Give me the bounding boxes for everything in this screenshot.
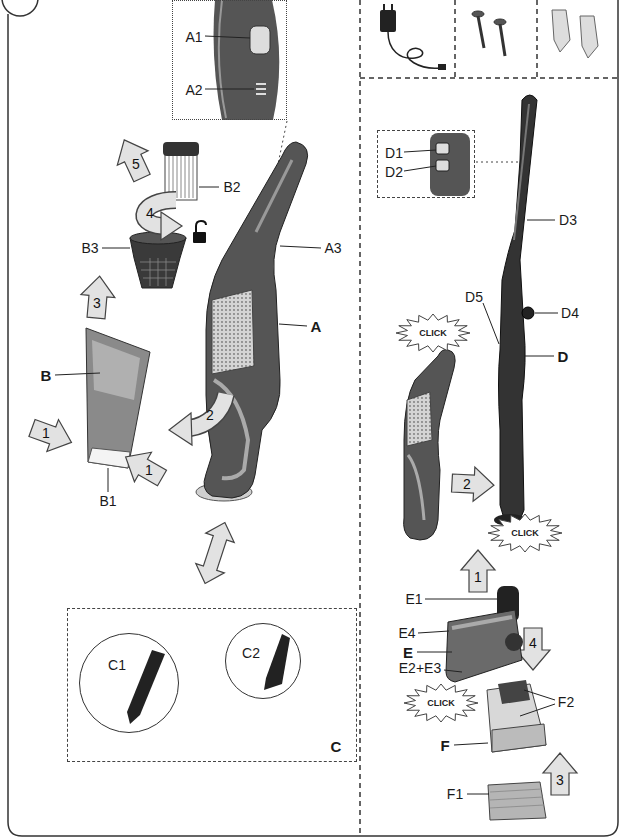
part-label: A2 (185, 83, 202, 97)
part-label: B (41, 368, 52, 383)
callout-number: 1 (145, 463, 153, 477)
part-label: D2 (385, 165, 403, 179)
callout-number: 3 (556, 773, 564, 787)
part-label: D3 (559, 213, 577, 227)
detail-inset: A1A2 (172, 0, 287, 120)
part-label: C1 (108, 658, 126, 672)
callout-number: 2 (463, 477, 471, 491)
part-label: A3 (324, 241, 341, 255)
floor-nozzle (446, 586, 523, 682)
click-text: CLICK (419, 329, 447, 338)
part-label: C (331, 739, 342, 754)
click-text: CLICK (427, 699, 455, 708)
callout-number: 4 (146, 206, 154, 220)
part-label: E (403, 645, 413, 660)
starburst-outline (404, 684, 478, 722)
click-burst: CLICK (395, 313, 471, 353)
part-label: B1 (99, 494, 116, 508)
callout-number: 1 (42, 426, 50, 440)
handheld-vacuum (196, 142, 308, 501)
wall-plugs (552, 10, 598, 58)
zoom-line (476, 162, 520, 163)
part-label: D (558, 349, 569, 364)
part-label: D5 (465, 290, 483, 304)
lock-icon (193, 221, 206, 243)
accessory-circle: C2 (225, 623, 301, 699)
curved-arrows (144, 200, 226, 445)
filter (163, 142, 199, 200)
accessory-circle: C1 (79, 633, 179, 733)
part-label: B3 (81, 241, 98, 255)
brush-tool (264, 634, 290, 690)
callout-number: 2 (206, 408, 214, 422)
callout-number: 3 (93, 296, 101, 310)
handheld-vacuum (404, 350, 456, 540)
crevice-tool (127, 650, 165, 724)
click-burst: CLICK (487, 513, 563, 553)
switch-detail (430, 133, 470, 196)
part-label: C2 (242, 646, 260, 660)
part-label: E1 (405, 592, 422, 606)
mop-pad (488, 782, 546, 820)
part-label: D4 (561, 306, 579, 320)
handle-detail (214, 0, 280, 120)
starburst-outline (396, 314, 470, 352)
part-label: A1 (185, 30, 202, 44)
accessory-box: C C1 C2 (67, 608, 357, 762)
screws (472, 11, 506, 56)
stick-handle (494, 95, 537, 526)
charger (380, 4, 446, 70)
part-label: A (311, 319, 322, 334)
part-label: E2+E3 (399, 661, 441, 675)
part-label: F2 (558, 695, 574, 709)
part-label: F (440, 738, 449, 753)
part-label: F1 (447, 787, 463, 801)
starburst-outline (488, 514, 562, 552)
mop-holder (487, 680, 546, 752)
dust-container (86, 328, 150, 468)
click-burst: CLICK (403, 683, 479, 723)
part-label: D1 (385, 146, 403, 160)
callout-number: 1 (474, 570, 482, 584)
leader-lines (55, 36, 558, 794)
frame (2, 0, 618, 836)
part-label: E4 (398, 626, 415, 640)
part-label: B2 (223, 180, 240, 194)
step-arrows (26, 133, 577, 795)
callout-number: 4 (529, 636, 537, 650)
click-text: CLICK (511, 529, 539, 538)
filter-cup (130, 232, 186, 288)
detail-inset: D1D2 (377, 130, 475, 198)
callout-number: 5 (132, 157, 140, 171)
